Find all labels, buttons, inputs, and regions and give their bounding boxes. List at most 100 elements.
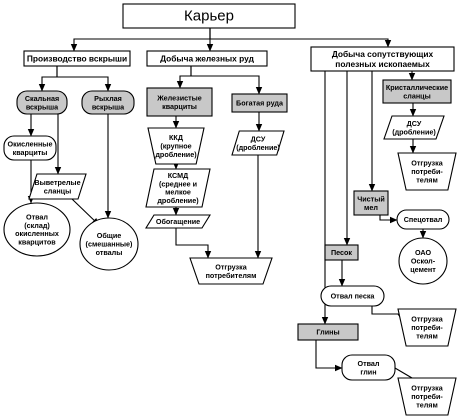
- edge-s2-to-bogat: [190, 66, 263, 95]
- node-label-line: Отвал песка: [331, 292, 376, 301]
- node-root: Карьер: [122, 3, 296, 29]
- node-label-line: потреби-: [411, 323, 443, 332]
- node-label-line: телям: [416, 401, 438, 410]
- edge-mel-to-spec: [379, 215, 398, 224]
- node-label-line: Спецотвал: [404, 215, 443, 224]
- node-label-line: Добыча сопутствующих: [332, 49, 434, 59]
- node-label-line: Отгрузка: [411, 384, 443, 393]
- node-label-line: цемент: [410, 265, 436, 274]
- node-shape: [341, 354, 396, 381]
- node-label-line: кварциты: [162, 102, 197, 111]
- node-label-line: Чистый: [357, 194, 385, 203]
- node-label-line: Общие: [97, 231, 122, 240]
- edge-s2-to-zhel: [176, 66, 192, 89]
- node-shape: [28, 173, 87, 200]
- node-label-line: потребителям: [206, 271, 257, 280]
- node-label-line: Добыча железных руд: [160, 54, 255, 64]
- node-label-line: Отгрузка: [215, 262, 247, 271]
- node-label-line: сланцы: [403, 91, 430, 100]
- node-shape: [231, 93, 288, 113]
- node-shape: [3, 202, 71, 257]
- node-label-line: мелкое: [165, 188, 191, 197]
- node-label-line: Окисленные: [8, 139, 53, 148]
- node-label-line: (смешанные): [86, 240, 134, 249]
- edge-root-to-s3: [209, 28, 392, 48]
- node-shape: [397, 152, 457, 191]
- node-label-line: (склад): [24, 221, 50, 230]
- node-shape: [146, 87, 213, 117]
- node-label-line: (дробление): [236, 143, 280, 152]
- node-label-line: КСМД: [168, 171, 189, 180]
- node-label-line: Отгрузка: [411, 159, 443, 168]
- node-shape: [16, 90, 68, 115]
- node-shape: [145, 168, 211, 208]
- node-label-line: отвалы: [96, 248, 123, 257]
- node-label-line: потреби-: [411, 392, 443, 401]
- node-label-line: Обогащение: [156, 217, 200, 226]
- node-label-line: дробление): [157, 196, 199, 205]
- node-label-line: Железистые: [156, 93, 202, 102]
- node-label-line: (среднее и: [159, 179, 197, 188]
- node-label-line: Богатая руда: [236, 99, 284, 108]
- node-label-line: Карьер: [184, 8, 234, 25]
- node-label-line: потреби-: [411, 167, 443, 176]
- node-label-line: Отвал: [26, 213, 48, 222]
- node-label-line: Рыхлая: [94, 94, 122, 103]
- node-shape: [146, 50, 268, 67]
- edge-gliny-to-otval_glin: [315, 340, 343, 372]
- edge-s1-to-ryhl: [56, 66, 112, 92]
- node-shape: [397, 377, 457, 416]
- node-s2: Добыча железных руд: [146, 50, 268, 67]
- node-label-line: ДСУ: [407, 119, 422, 128]
- node-obog: Обогащение: [145, 214, 211, 229]
- edge-s1-to-skal: [38, 66, 58, 92]
- node-shape: [382, 79, 452, 104]
- node-pesok: Песок: [324, 244, 359, 261]
- node-label-line: сланцы: [44, 186, 71, 195]
- node-shape: [320, 285, 385, 307]
- node-shape: [189, 257, 273, 285]
- node-shape: [231, 130, 285, 156]
- node-label-line: ККД: [169, 133, 183, 142]
- node-shape: [353, 190, 389, 216]
- node-label-line: вскрыша: [26, 102, 59, 111]
- node-shape: [310, 46, 455, 72]
- node-label-line: Кристаллические: [386, 83, 448, 92]
- node-shape: [297, 323, 359, 341]
- node-spec: Спецотвал: [396, 209, 450, 230]
- node-label-line: кварциты: [13, 148, 48, 157]
- node-shape: [398, 237, 448, 285]
- node-label-line: кварцитов: [18, 237, 56, 246]
- node-s1: Производство вскрыши: [23, 50, 131, 67]
- node-shape: [396, 209, 450, 230]
- edge-obog-to-otgr1: [175, 228, 212, 259]
- node-label-line: вскрыша: [92, 102, 125, 111]
- node-otval-pesk: Отвал песка: [320, 285, 385, 307]
- node-dsu2: ДСУ(дробление): [383, 115, 445, 140]
- edge-root-to-s1: [70, 28, 211, 52]
- node-label-line: (крупное: [160, 142, 191, 151]
- node-label-line: Производство вскрыши: [27, 54, 127, 64]
- node-shape: [81, 90, 135, 115]
- node-shape: [324, 244, 359, 261]
- node-shape: [145, 214, 211, 229]
- node-label-line: Оскол-: [411, 257, 436, 266]
- node-shape: [79, 217, 139, 271]
